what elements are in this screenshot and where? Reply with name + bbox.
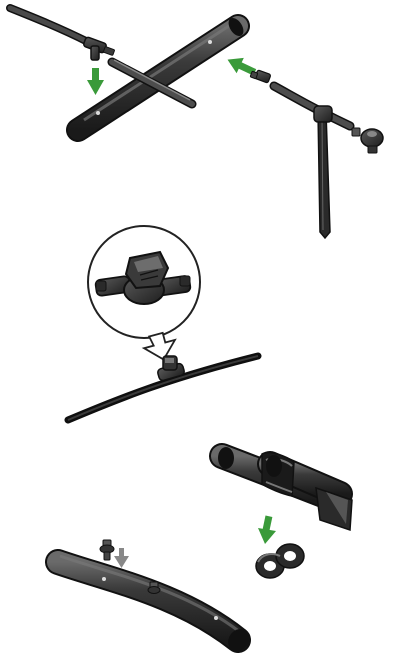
bottom-panel-tube-holder-clip-and-dripper-insertion bbox=[58, 447, 352, 655]
tube-hole bbox=[214, 616, 218, 620]
top-panel-tee-connector-and-stake-dripper bbox=[10, 8, 383, 238]
arrow-down-icon bbox=[87, 68, 104, 95]
main-tube-large bbox=[78, 15, 246, 130]
tee-connector-icon bbox=[83, 37, 115, 60]
middle-panel-inline-valve-callout bbox=[68, 226, 258, 420]
dripper-insert-icon bbox=[100, 540, 114, 560]
tube-hole bbox=[102, 577, 106, 581]
tube-hole bbox=[96, 111, 100, 115]
arrow-down-to-clip-icon bbox=[258, 516, 276, 544]
tube-hole bbox=[208, 40, 212, 44]
barbed-connector-icon bbox=[250, 70, 271, 83]
stake-icon bbox=[314, 106, 332, 238]
double-tube-with-clip bbox=[218, 447, 352, 530]
tube-holder-clip-icon bbox=[256, 544, 304, 578]
dripper-end-icon bbox=[352, 128, 383, 153]
arrow-insert-icon bbox=[114, 548, 129, 568]
bottom-tube bbox=[58, 556, 254, 655]
